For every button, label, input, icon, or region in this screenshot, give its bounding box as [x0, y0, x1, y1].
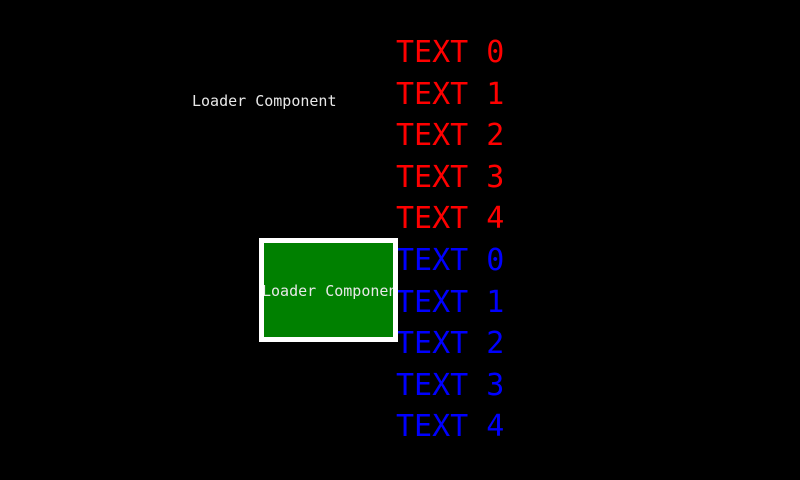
loader-panel-label: Loader Component — [262, 282, 398, 300]
loader-component-label-top: Loader Component — [192, 92, 337, 110]
loader-component-panel[interactable]: Loader Component — [259, 238, 398, 342]
list-item: TEXT 2 — [396, 326, 505, 362]
list-item: TEXT 0 — [396, 35, 505, 70]
list-item: TEXT 4 — [396, 201, 505, 237]
text-item-list: TEXT 0 TEXT 1 TEXT 2 TEXT 3 TEXT 4 TEXT … — [396, 32, 596, 448]
list-item: TEXT 0 — [396, 242, 505, 278]
list-item: TEXT 3 — [396, 159, 505, 195]
list-item: TEXT 2 — [396, 118, 505, 154]
list-item: TEXT 1 — [396, 76, 505, 112]
list-item: TEXT 4 — [396, 409, 505, 445]
list-item: TEXT 1 — [396, 284, 505, 320]
list-item: TEXT 3 — [396, 367, 505, 403]
